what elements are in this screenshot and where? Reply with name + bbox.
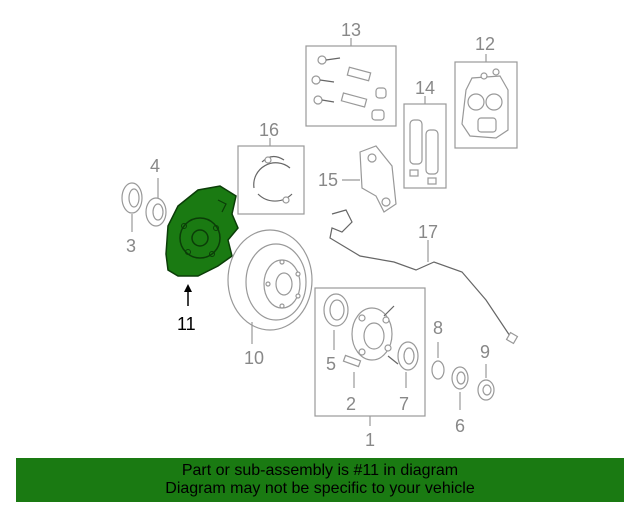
part-5-seal[interactable] [323, 293, 349, 327]
info-banner: Part or sub-assembly is #11 in diagram D… [16, 458, 624, 502]
callout-6: 6 [455, 416, 465, 436]
part-2-wheel-stud[interactable] [342, 354, 362, 368]
part-6-bearing[interactable] [451, 366, 469, 390]
part-4-bearing[interactable] [145, 197, 167, 227]
callout-3: 3 [126, 236, 136, 256]
callout-10: 10 [244, 348, 264, 368]
callout-12: 12 [475, 34, 495, 54]
part-17-abs-sensor-wire[interactable] [329, 209, 519, 345]
part-14-brake-pads[interactable] [403, 103, 447, 189]
callout-1: 1 [365, 430, 375, 450]
parts-diagram: 13 12 14 15 16 [121, 20, 519, 450]
callout-2: 2 [346, 394, 356, 414]
callout-17: 17 [418, 222, 438, 242]
callout-11: 11 [177, 314, 196, 334]
hub-body [351, 305, 399, 365]
banner-line-1: Part or sub-assembly is #11 in diagram [181, 462, 459, 479]
callout-7: 7 [399, 394, 409, 414]
callout-9: 9 [480, 342, 490, 362]
part-16-parking-brake-shoes[interactable] [237, 145, 305, 215]
part-11-backing-plate[interactable] [165, 185, 239, 277]
part-12-caliper[interactable] [454, 61, 518, 149]
part-10-rotor[interactable] [227, 229, 313, 331]
callout-13: 13 [341, 20, 361, 40]
part-8-o-ring[interactable] [431, 360, 445, 380]
callout-14: 14 [415, 78, 435, 98]
part-7-seal[interactable] [397, 341, 419, 371]
callout-4: 4 [150, 156, 160, 176]
part-9-washer[interactable] [477, 379, 495, 401]
callout-15: 15 [318, 170, 338, 190]
callout-5: 5 [326, 354, 336, 374]
part-13-hardware-kit[interactable] [305, 45, 397, 127]
banner-line-2: Diagram may not be specific to your vehi… [165, 480, 475, 497]
part-15-caliper-bracket[interactable] [359, 145, 397, 213]
callout-16: 16 [259, 120, 279, 140]
part-3-seal[interactable] [121, 182, 143, 214]
callout-8: 8 [433, 318, 443, 338]
